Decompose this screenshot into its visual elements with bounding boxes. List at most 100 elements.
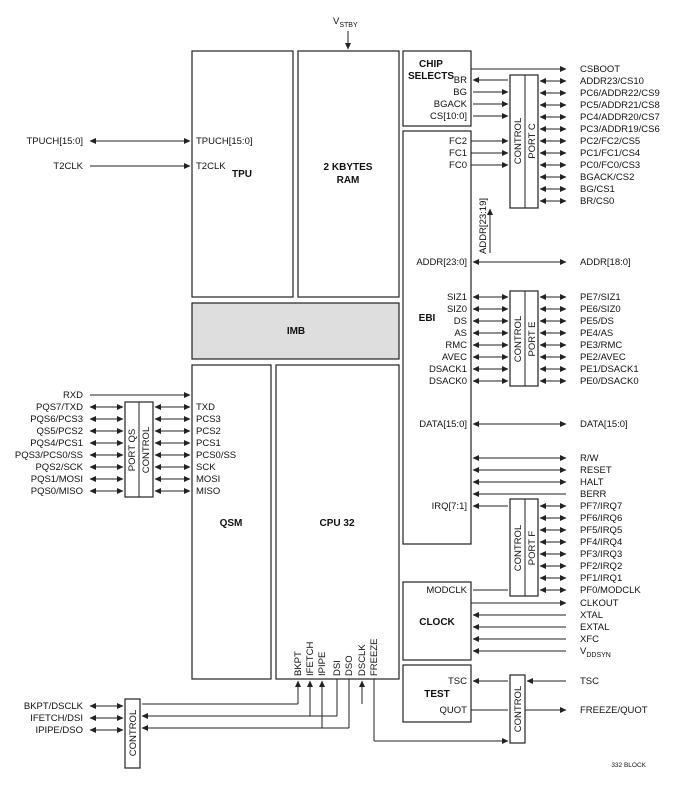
clock-block — [402, 581, 472, 661]
debug-external-label: BKPT/DSCLK — [24, 701, 84, 712]
cpu-debug-label: DSCLK — [357, 644, 368, 676]
port-c-external-label: PC6/ADDR22/CS9 — [580, 88, 660, 99]
port-qs-label: PORT QS — [127, 429, 138, 471]
quot-label: QUOT — [440, 705, 468, 716]
port-e-external-label: PE2/AVEC — [580, 352, 626, 363]
port-e-internal-label: DSACK0 — [429, 376, 467, 387]
cpu-debug-label: DSO — [344, 655, 355, 676]
port-f-signals: IRQ[7:1]PF7/IRQ7PF6/IRQ6PF5/IRQ5PF4/IRQ4… — [432, 501, 642, 596]
test-control-box — [509, 674, 526, 744]
vddsyn-label: VDDSYN — [580, 646, 611, 659]
bus-control-label: BERR — [580, 489, 607, 500]
port-f-external-label: PF6/IRQ6 — [580, 513, 622, 524]
qs-internal-label: MOSI — [196, 474, 220, 485]
port-e-internal-label: RMC — [445, 340, 467, 351]
extal-label: EXTAL — [580, 622, 609, 633]
tpuch-external-label: TPUCH[15:0] — [27, 136, 84, 147]
port-f-label: PORT F — [527, 531, 538, 566]
qs-internal-label: PCS1 — [196, 438, 221, 449]
port-e-internal-label: SIZ1 — [447, 292, 467, 303]
addr-upper-label: ADDR[23:19] — [478, 198, 489, 254]
cpu-debug-label: IPIPE — [317, 652, 328, 676]
debug-control-box — [124, 698, 141, 769]
clock-title: CLOCK — [419, 617, 455, 628]
irq-internal-label: IRQ[7:1] — [432, 501, 467, 512]
port-c-external-label: CSBOOT — [580, 64, 620, 75]
port-c-external-label: PC3/ADDR19/CS6 — [580, 124, 660, 135]
port-c-external-label: BG/CS1 — [580, 184, 615, 195]
tsc-internal-label: TSC — [448, 676, 467, 687]
tpu-block — [191, 50, 294, 298]
footer-label: 332 BLOCK — [611, 762, 646, 769]
test-title: TEST — [424, 689, 450, 700]
t2clk-external-label: T2CLK — [53, 161, 83, 172]
qs-external-label: PQS1/MOSI — [31, 474, 83, 485]
chip-select-internal-label: BR — [454, 75, 467, 86]
port-c-external-label: PC4/ADDR20/CS7 — [580, 112, 660, 123]
qs-external-label: PQS0/MISO — [31, 486, 83, 497]
port-f-external-label: PF0/MODCLK — [580, 585, 641, 596]
port-qs-signals: RXDPQS7/TXDPQS6/PCS3QS5/PCS2PQS4/PCS1PQS… — [15, 390, 236, 497]
t2clk-internal-label: T2CLK — [196, 161, 226, 172]
test-control-label: CONTROL — [513, 686, 524, 732]
freeze-quot-label: FREEZE/QUOT — [580, 705, 648, 716]
debug-control-label: CONTROL — [128, 710, 139, 756]
port-e-label: PORT E — [527, 321, 538, 356]
chip-selects-title-line1: CHIP — [419, 59, 443, 70]
fc-label: FC1 — [449, 148, 467, 159]
debug-external-label: IFETCH/DSI — [30, 713, 83, 724]
chip-select-internal-label: BG — [453, 87, 467, 98]
port-e-control-box — [509, 290, 539, 387]
port-e-control-label: CONTROL — [513, 316, 524, 362]
port-c-control-label: CONTROL — [513, 118, 524, 164]
port-f-external-label: PF2/IRQ2 — [580, 561, 622, 572]
port-e-internal-label: SIZ0 — [447, 304, 467, 315]
qsm-title: QSM — [220, 518, 243, 529]
port-e-external-label: PE3/RMC — [580, 340, 622, 351]
cpu-debug-label: BKPT — [293, 651, 304, 676]
port-e-internal-label: DS — [454, 316, 467, 327]
clkout-label: CLKOUT — [580, 598, 619, 609]
fc-label: FC0 — [449, 160, 467, 171]
port-e-internal-label: AS — [454, 328, 467, 339]
port-c-external-label: BGACK/CS2 — [580, 172, 634, 183]
cpu32-block — [275, 364, 400, 680]
tpu-title: TPU — [232, 169, 252, 180]
qs-external-label: PQS3/PCS0/SS — [15, 450, 83, 461]
data-external-label: DATA[15:0] — [580, 419, 628, 430]
modclk-label: MODCLK — [426, 585, 467, 596]
port-e-external-label: PE7/SIZ1 — [580, 292, 621, 303]
ebi-title: EBI — [419, 313, 436, 324]
ebi-block — [402, 130, 472, 545]
port-c-external-label: PC1/FC1/CS4 — [580, 148, 640, 159]
port-f-control-box — [509, 498, 539, 597]
port-c-control-box — [509, 74, 539, 209]
chip-select-internal-label: CS[10:0] — [430, 111, 467, 122]
port-qs-control-label: CONTROL — [141, 427, 152, 473]
port-e-external-label: PE0/DSACK0 — [580, 376, 639, 387]
port-c-external-label: PC0/FC0/CS3 — [580, 160, 640, 171]
qs-internal-label: PCS0/SS — [196, 450, 236, 461]
test-block — [402, 664, 472, 723]
qs-internal-label: SCK — [196, 462, 216, 473]
cpu-debug-label: IFETCH — [305, 642, 316, 676]
bus-control-label: R/W — [580, 453, 599, 464]
qs-internal-label: PCS2 — [196, 426, 221, 437]
qs-external-label: QS5/PCS2 — [37, 426, 83, 437]
port-c-label: PORT C — [527, 123, 538, 159]
xtal-label: XTAL — [580, 610, 603, 621]
rxd-label: RXD — [63, 390, 83, 401]
addr-external-label: ADDR[18:0] — [580, 257, 631, 268]
qsm-block — [191, 364, 272, 680]
qs-external-label: PQS2/SCK — [35, 462, 83, 473]
port-e-external-label: PE5/DS — [580, 316, 614, 327]
imb-bus-block — [191, 302, 400, 360]
port-e-external-label: PE6/SIZ0 — [580, 304, 621, 315]
port-f-external-label: PF1/IRQ1 — [580, 573, 622, 584]
qs-internal-label: TXD — [196, 402, 215, 413]
bus-control-label: RESET — [580, 465, 612, 476]
port-f-external-label: PF3/IRQ3 — [580, 549, 622, 560]
fc-label: FC2 — [449, 136, 467, 147]
